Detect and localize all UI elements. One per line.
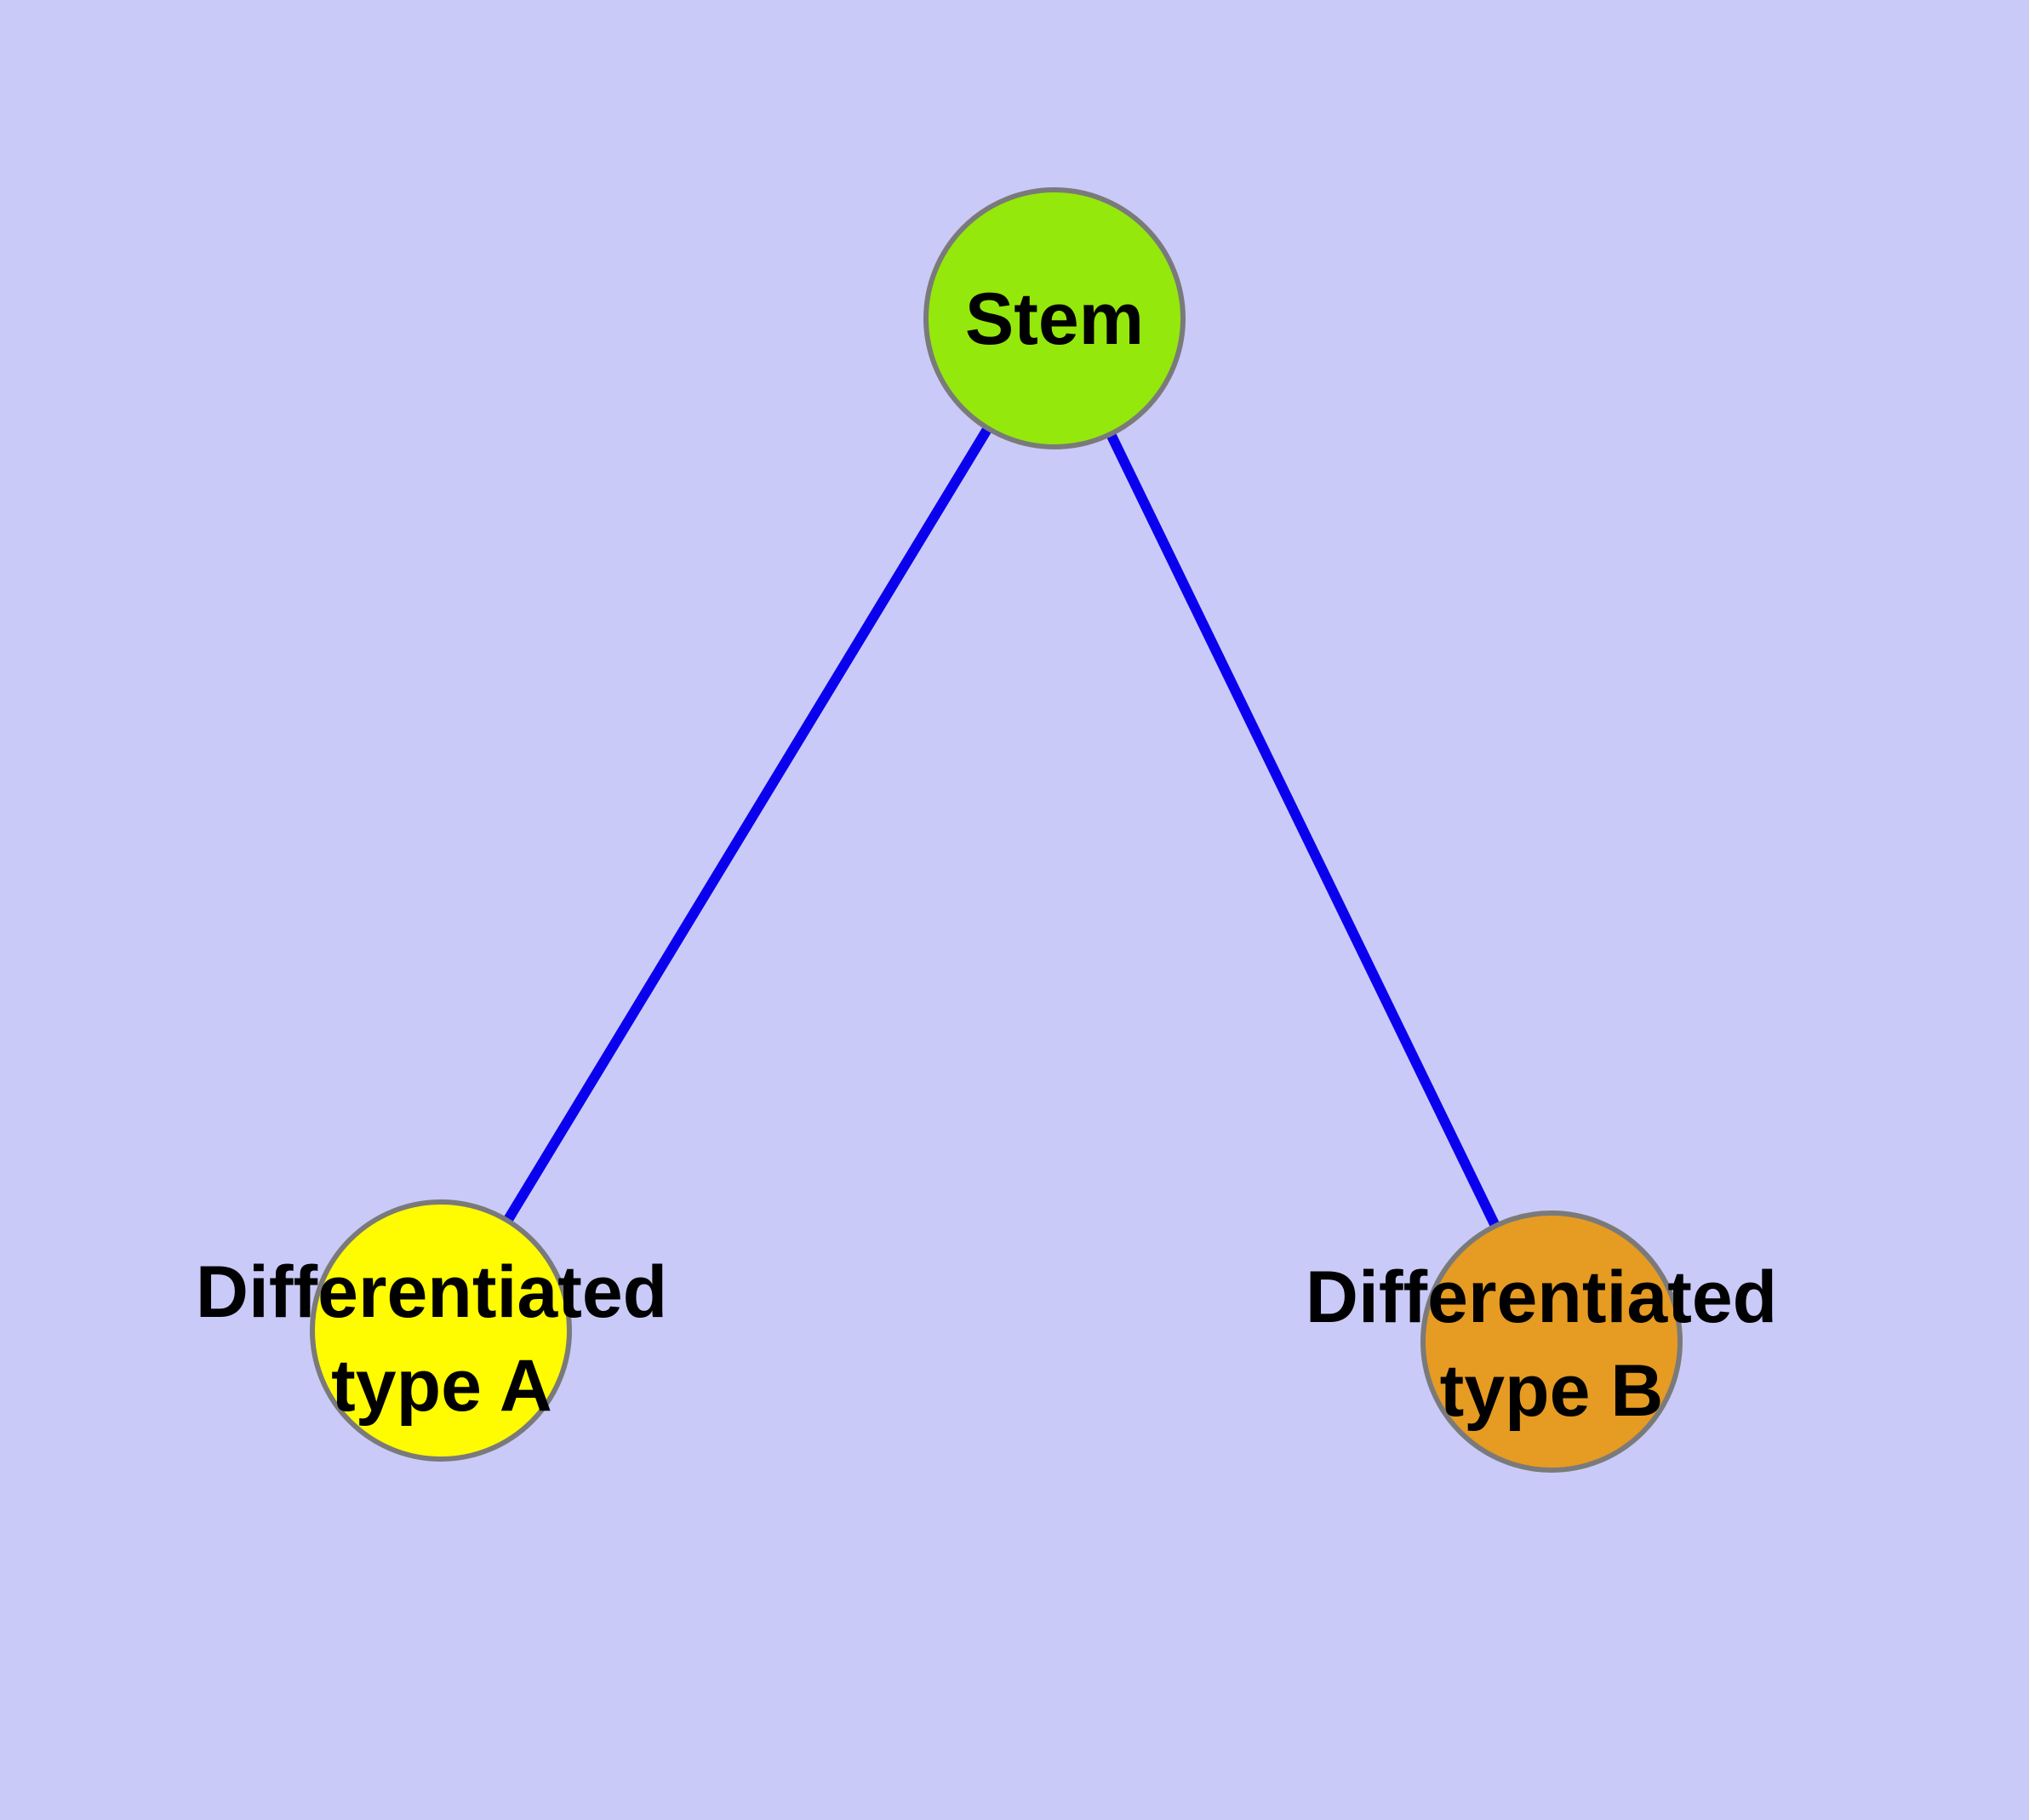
node-stem-label: Stem <box>965 278 1144 360</box>
node-type-a-label-line-2: type A <box>331 1345 552 1427</box>
node-type-a <box>310 1199 572 1462</box>
edge-stem-to-type-a <box>436 315 1060 1334</box>
edge-stem-to-type-b <box>1049 316 1557 1344</box>
node-type-b-label: Differentiated type B <box>1306 1256 1798 1432</box>
node-type-b-label-line-1: Differentiated <box>1306 1256 1777 1338</box>
node-stem <box>923 187 1186 449</box>
node-type-a-label: Differentiated type A <box>196 1251 688 1427</box>
node-type-b <box>1420 1210 1683 1473</box>
node-type-a-label-line-1: Differentiated <box>196 1251 667 1333</box>
node-type-b-label-line-2: type B <box>1440 1350 1664 1432</box>
node-stem-label-line: Stem <box>965 278 1144 360</box>
